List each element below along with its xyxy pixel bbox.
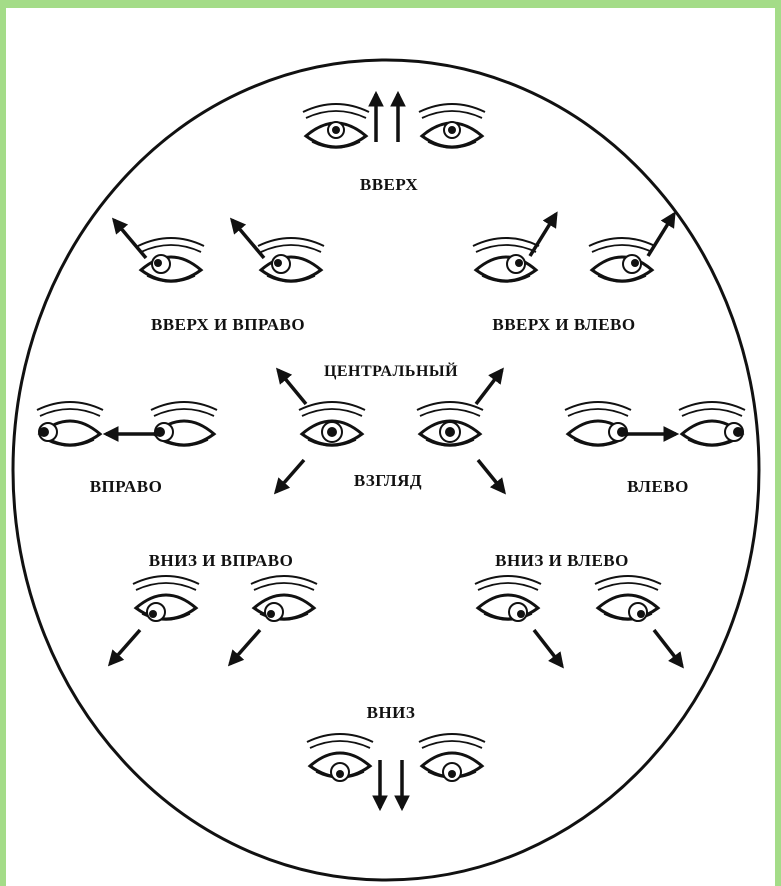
label-up-right: ВВЕРХ И ВПРАВО: [151, 315, 305, 334]
label-central: ЦЕНТРАЛЬНЫЙ: [324, 361, 458, 380]
frame: ВВЕРХ ВВЕРХ И ВПРАВО ВВЕРХ И: [6, 8, 775, 886]
label-up: ВВЕРХ: [360, 175, 418, 194]
label-down-right: ВНИЗ И ВПРАВО: [149, 551, 294, 570]
label-up-left: ВВЕРХ И ВЛЕВО: [492, 315, 635, 334]
label-left: ВЛЕВО: [627, 477, 689, 496]
label-down-left: ВНИЗ И ВЛЕВО: [495, 551, 629, 570]
label-right: ВПРАВО: [90, 477, 163, 496]
label-down: ВНИЗ: [367, 703, 416, 722]
eye-movement-diagram: ВВЕРХ ВВЕРХ И ВПРАВО ВВЕРХ И: [6, 8, 775, 886]
label-gaze: ВЗГЛЯД: [354, 471, 422, 490]
